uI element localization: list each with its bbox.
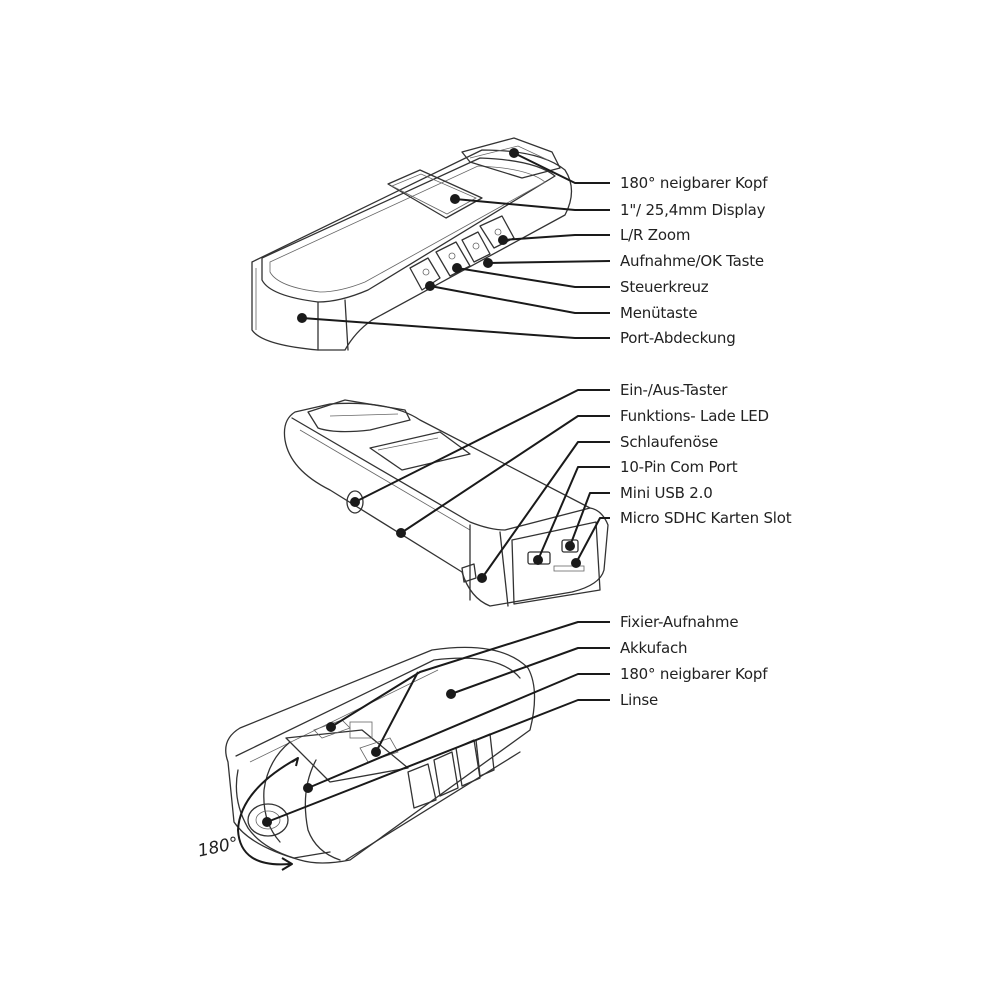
lens xyxy=(247,803,289,837)
label-record-ok-button: Aufnahme/OK Taste xyxy=(620,252,764,270)
label-display: 1"/ 25,4mm Display xyxy=(620,201,766,219)
label-menu-button: Menütaste xyxy=(620,304,698,322)
label-lr-zoom: L/R Zoom xyxy=(620,226,691,244)
device-back-view xyxy=(283,389,610,607)
label-battery-compartment: Akkufach xyxy=(620,639,688,657)
rotation-arrow-icon xyxy=(237,757,299,866)
control-buttons xyxy=(409,215,515,291)
label-d-pad: Steuerkreuz xyxy=(620,278,709,296)
device-top-view xyxy=(251,137,611,351)
label-fixing-mount: Fixier-Aufnahme xyxy=(620,613,739,631)
label-10-pin-com-port: 10-Pin Com Port xyxy=(620,458,738,476)
label-lens: Linse xyxy=(620,691,659,709)
power-button xyxy=(346,490,364,514)
display-window xyxy=(387,169,483,219)
label-function-charge-led: Funktions- Lade LED xyxy=(620,407,769,425)
label-tilting-head: 180° neigbarer Kopf xyxy=(620,174,768,192)
device-front-view xyxy=(225,621,610,871)
tilting-head xyxy=(235,769,331,859)
label-mini-usb: Mini USB 2.0 xyxy=(620,484,713,502)
label-micro-sdhc-slot: Micro SDHC Karten Slot xyxy=(620,509,792,527)
label-power-button: Ein-/Aus-Taster xyxy=(620,381,728,399)
tilting-head xyxy=(461,137,561,179)
label-strap-eyelet: Schlaufenöse xyxy=(620,433,718,451)
label-port-cover: Port-Abdeckung xyxy=(620,329,736,347)
label-tilting-head-front: 180° neigbarer Kopf xyxy=(620,665,768,683)
